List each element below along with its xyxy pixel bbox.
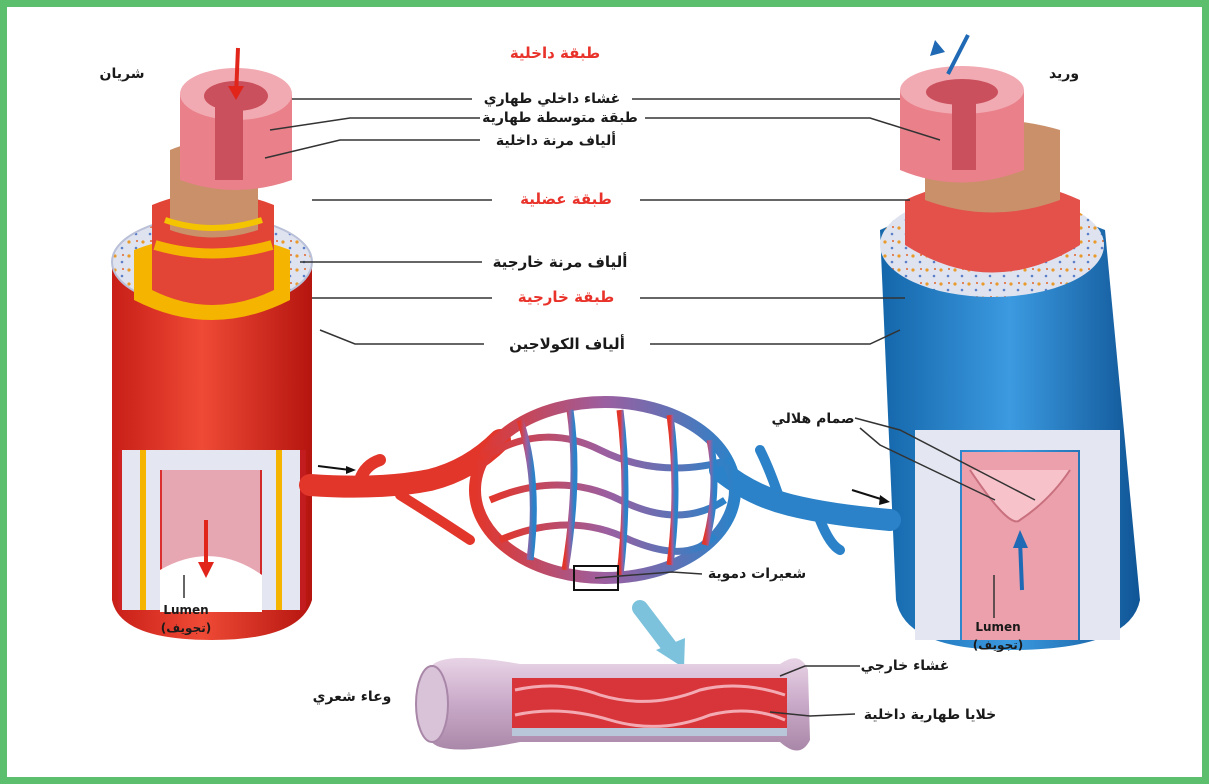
label-artery: شريان [100,66,145,82]
label-tunica-externa: طبقة خارجية [518,288,614,306]
arrow-up-icon [930,40,945,56]
flow-arrow-icon [852,490,884,500]
label-lumen-right-ar: (تجويف) [973,638,1023,653]
blood-vessel-diagram: شريان وريد طبقة داخلية غشاء داخلي طهاري … [7,7,1202,777]
label-capillary-wall: وعاء شعري [313,689,392,706]
label-external-elastic: ألياف مرنة خارجية [493,252,628,271]
label-basement-membrane: غشاء خارجي [861,658,950,674]
label-vein: وريد [1049,66,1079,82]
label-lumen-left-en: Lumen [163,603,208,617]
flow-arrow-icon [318,466,350,470]
label-tunica-intima: طبقة داخلية [510,44,600,62]
label-tunica-media: طبقة عضلية [520,190,612,208]
label-valve: صمام هلالي [771,411,854,427]
label-lumen-left-ar: (تجويف) [161,621,211,636]
label-lumen-right-en: Lumen [975,620,1020,634]
zoom-arrow-icon [640,608,672,650]
label-capillaries: شعيرات دموية [708,566,806,582]
label-endothelium: غشاء داخلي طهاري [484,91,621,108]
capillary-bed [310,402,890,668]
capillary-closeup [416,658,810,751]
label-collagen: ألياف الكولاجين [509,334,625,353]
label-endothelial-cells: خلايا طهارية داخلية [864,707,996,723]
vein-illustration [880,35,1140,650]
artery-illustration [112,48,312,640]
label-internal-elastic: ألياف مرنة داخلية [496,131,616,149]
label-subendothelial: طبقة متوسطة طهارية [482,110,638,126]
